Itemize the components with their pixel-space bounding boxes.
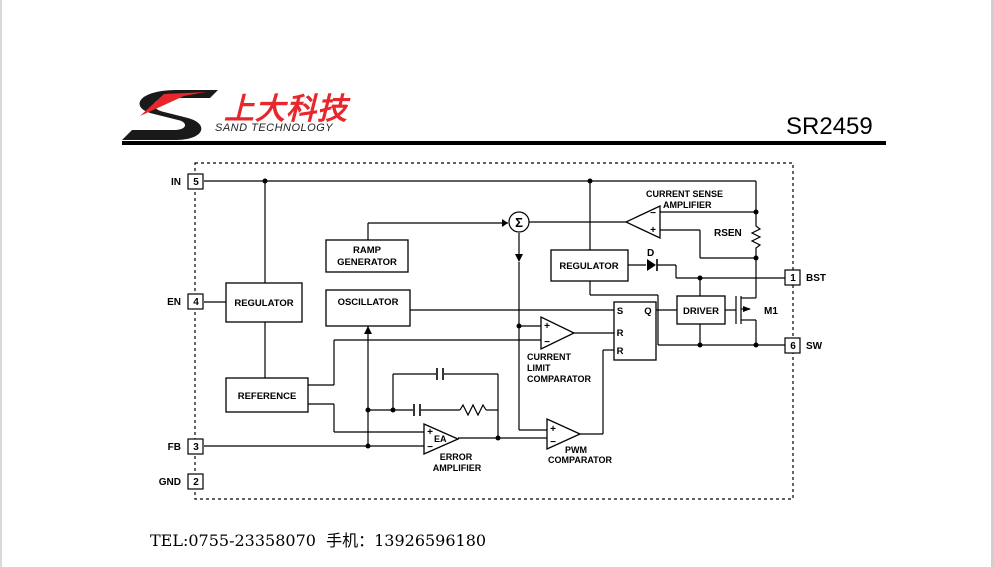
pin-sw-label: SW: [806, 341, 823, 352]
pin-in-number: 5: [193, 177, 199, 188]
block-driver: DRIVER: [683, 306, 719, 317]
cs-amp-label-2: AMPLIFIER: [663, 200, 712, 210]
pin-bst-number: 1: [790, 273, 796, 284]
company-name-en: SAND TECHNOLOGY: [215, 122, 334, 134]
pwm-label-1: PWM: [565, 445, 587, 455]
header-rule: [122, 141, 886, 145]
pin-en-label: EN: [167, 297, 181, 308]
amplifier-triangles: [423, 204, 661, 455]
block-ramp-line2: GENERATOR: [337, 257, 397, 268]
page-edge-right: [991, 0, 994, 567]
wires: [204, 180, 785, 447]
block-ramp-line1: RAMP: [353, 245, 382, 256]
ea-minus: −: [427, 442, 433, 453]
ea-label-1: ERROR: [440, 452, 473, 462]
cl-comp-minus: −: [544, 337, 550, 348]
cs-amp-label-1: CURRENT SENSE: [646, 189, 723, 199]
diode-symbol: [647, 259, 658, 271]
pin-sw-number: 6: [790, 341, 796, 352]
latch-s: S: [617, 306, 623, 317]
pin-gnd-number: 2: [193, 477, 199, 488]
page-edge-left: [0, 0, 2, 567]
pin-fb-label: FB: [168, 442, 181, 453]
pin-boxes: [187, 173, 801, 490]
latch-q: Q: [644, 306, 651, 317]
pwm-plus: +: [550, 424, 556, 435]
cs-amp-plus: +: [650, 225, 656, 236]
junction-dots: [262, 178, 759, 449]
company-name-cn: 上大科技: [224, 92, 348, 127]
diode-label: D: [647, 248, 654, 259]
arrowheads: [364, 219, 751, 334]
cl-comp-plus: +: [544, 321, 550, 332]
ea-label-2: AMPLIFIER: [433, 463, 482, 473]
cl-comp-label-3: COMPARATOR: [527, 374, 591, 384]
company-logo-mark: [122, 90, 218, 140]
m1-label: M1: [764, 306, 778, 317]
block-regulator-en: REGULATOR: [234, 298, 293, 309]
function-blocks: [225, 239, 726, 413]
cl-comp-label-2: LIMIT: [527, 363, 551, 373]
ea-plus: +: [427, 427, 433, 438]
summer-circle: [508, 211, 530, 233]
block-reference: REFERENCE: [238, 391, 297, 402]
cs-amp-minus: −: [650, 208, 656, 219]
pin-fb-number: 3: [193, 442, 199, 453]
latch-r2: R: [617, 346, 624, 357]
capacitors: [413, 368, 444, 416]
part-number: SR2459: [786, 113, 873, 140]
pwm-label-2: COMPARATOR: [548, 455, 612, 465]
latch-r1: R: [617, 328, 624, 339]
footer-contact: TEL:0755-23358070 手机：13926596180: [150, 531, 487, 550]
chip-outline: [194, 162, 794, 500]
pin-in-label: IN: [171, 177, 181, 188]
pin-en-number: 4: [193, 297, 199, 308]
pin-gnd-label: GND: [159, 477, 181, 488]
pin-bst-label: BST: [806, 273, 826, 284]
summer-sigma: Σ: [515, 215, 523, 230]
cl-comp-label-1: CURRENT: [527, 352, 572, 362]
ea-label: EA: [434, 434, 447, 444]
pwm-minus: −: [550, 437, 556, 448]
rsen-label: RSEN: [714, 228, 742, 239]
block-regulator-top: REGULATOR: [559, 261, 618, 272]
block-oscillator: OSCILLATOR: [338, 297, 399, 308]
